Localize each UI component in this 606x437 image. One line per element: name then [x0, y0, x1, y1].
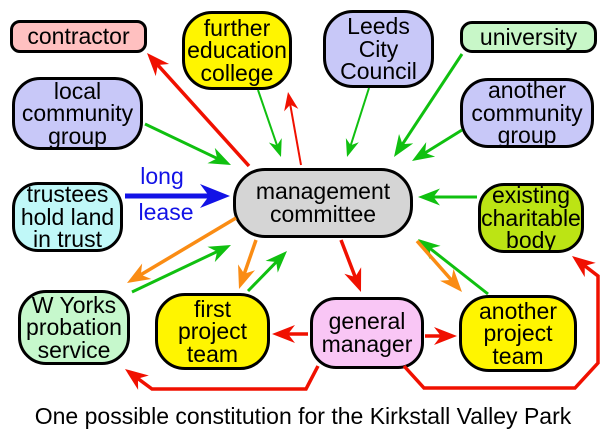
- node-local-community-group: local community group: [12, 77, 143, 150]
- arrowhead-another_community_group-to-management_committee: [412, 142, 436, 161]
- node-trustees-hold-land-in-trust: trustees hold land in trust: [12, 182, 123, 252]
- node-first-project-team: first project team: [155, 293, 270, 370]
- arrowhead-general_manager-to-existing_charitable_body: [572, 256, 596, 278]
- long-lease-label-line2: lease: [138, 199, 194, 225]
- node-leeds-city-council: Leeds City Council: [323, 10, 434, 88]
- node-university: university: [460, 21, 597, 53]
- node-another-community-group-label: another community group: [471, 77, 583, 149]
- arrowhead-management_committee-to-another_project_team: [440, 268, 462, 292]
- edge-management_committee-to-first_project_team: [241, 239, 258, 278]
- node-another-project-team: another project team: [459, 295, 577, 372]
- node-local-community-group-label: local community group: [21, 77, 134, 149]
- edge-management_committee-to-w_yorks_probation_service: [136, 216, 237, 279]
- node-w-yorks-probation-service-label: W Yorks probation service: [26, 291, 122, 363]
- node-existing-charitable-body-label: existing charitable body: [481, 182, 581, 254]
- arrowhead-another_project_team-to-management_committee: [418, 239, 441, 260]
- arrowhead-management_committee-to-further_education_college: [284, 92, 299, 112]
- arrowhead-w_yorks_probation_service-to-management_committee: [207, 245, 231, 263]
- arrowhead-management_committee-to-w_yorks_probation_service: [127, 263, 152, 283]
- arrowhead-university-to-management_committee: [394, 133, 414, 157]
- arrowhead-first_project_team-to-management_committee: [265, 251, 287, 273]
- edge-further_education_college-to-management_committee: [257, 89, 279, 149]
- arrowhead-existing_charitable_body-to-management_committee: [418, 188, 440, 206]
- edge-another_community_group-to-management_committee: [421, 128, 463, 156]
- node-first-project-team-label: first project team: [177, 295, 248, 367]
- node-university-label: university: [479, 23, 578, 50]
- edge-w_yorks_probation_service-to-management_committee: [131, 248, 221, 294]
- node-contractor-label: contractor: [27, 23, 130, 50]
- node-another-project-team-label: another project team: [478, 297, 557, 369]
- arrowhead-leeds_city_council-to-management_committee: [345, 138, 359, 157]
- arrowhead-general_manager-to-another_project_team: [434, 327, 457, 345]
- node-general-manager-label: general manager: [321, 308, 413, 357]
- arrowhead-management_committee-to-contractor: [147, 53, 170, 77]
- node-management-committee: management committee: [233, 168, 413, 238]
- edge-management_committee-to-further_education_college: [288, 101, 302, 166]
- caption: One possible constitution for the Kirkst…: [34, 403, 572, 429]
- node-another-community-group: another community group: [460, 78, 594, 148]
- node-management-committee-label: management committee: [255, 178, 391, 227]
- edge-local_community_group-to-management_committee: [144, 122, 221, 162]
- arrowhead-local_community_group-to-management_committee: [207, 147, 231, 165]
- edge-management_committee-to-general_manager: [339, 239, 359, 281]
- node-general-manager: general manager: [310, 297, 424, 369]
- node-further-education-college-label: further education college: [187, 14, 287, 86]
- node-leeds-city-council-label: Leeds City Council: [340, 13, 417, 85]
- edge-first_project_team-to-management_committee: [246, 258, 280, 293]
- node-w-yorks-probation-service: W Yorks probation service: [18, 290, 130, 365]
- arrowhead-management_committee-to-general_manager: [344, 267, 362, 292]
- edge-another_project_team-to-management_committee: [426, 245, 489, 296]
- arrowhead-general_manager-to-w_yorks_probation_service: [125, 369, 149, 390]
- arrowhead-general_manager-to-first_project_team: [272, 325, 295, 343]
- arrowhead-further_education_college-to-management_committee: [268, 138, 282, 157]
- arrowhead-management_committee-to-first_project_team: [238, 264, 256, 289]
- arrowhead-trustees-to-management_committee: [200, 184, 230, 208]
- node-further-education-college: further education college: [182, 11, 292, 90]
- edge-leeds_city_council-to-management_committee: [348, 87, 370, 149]
- node-trustees-label: trustees hold land in trust: [20, 181, 115, 253]
- edge-management_committee-to-another_project_team: [415, 239, 455, 284]
- node-existing-charitable-body: existing charitable body: [478, 183, 584, 253]
- node-contractor: contractor: [10, 20, 147, 53]
- long-lease-label-line1: long: [140, 163, 184, 189]
